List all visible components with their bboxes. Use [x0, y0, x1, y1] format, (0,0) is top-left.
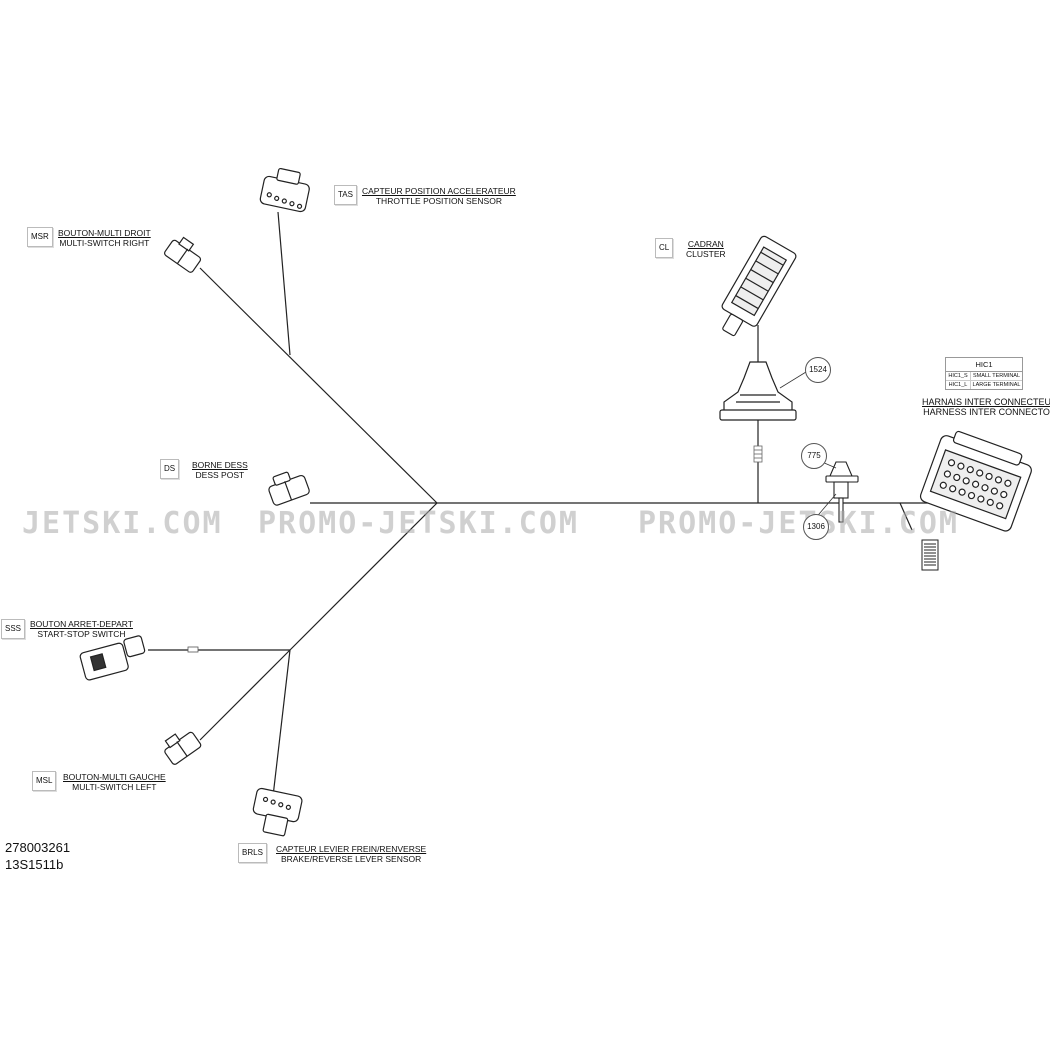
msr-code-badge: MSR	[27, 227, 53, 247]
msr-label: BOUTON-MULTI DROIT MULTI-SWITCH RIGHT	[58, 228, 151, 248]
cl-label-en: CLUSTER	[686, 249, 726, 259]
msr-label-en: MULTI-SWITCH RIGHT	[59, 238, 150, 248]
sss-label-fr: BOUTON ARRET-DEPART	[30, 619, 133, 629]
part-number: 278003261	[5, 840, 71, 855]
callout-1306: 1306	[803, 514, 829, 540]
drawing-id: 13S1511b	[5, 857, 64, 872]
brls-label-fr: CAPTEUR LEVIER FREIN/RENVERSE	[276, 844, 427, 854]
msl-label-en: MULTI-SWITCH LEFT	[72, 782, 157, 792]
msr-connector-icon	[164, 236, 202, 273]
hic-label-en: HARNESS INTER CONNECTOR	[923, 407, 1050, 417]
hic-table-row: HIC1_S SMALL TERMINAL	[946, 372, 1022, 381]
brls-label-en: BRAKE/REVERSE LEVER SENSOR	[280, 854, 422, 864]
callout-1524: 1524	[805, 357, 831, 383]
hic-table-row: HIC1_L LARGE TERMINAL	[946, 381, 1022, 389]
callout-775: 775	[801, 443, 827, 469]
wire-label-tag	[899, 502, 913, 531]
watermark-1: JETSKI.COM	[22, 506, 223, 541]
wire-lower	[289, 502, 438, 651]
tas-connector-icon	[259, 167, 310, 213]
hic-table-value: LARGE TERMINAL	[972, 382, 1021, 388]
wire-tape-icon	[753, 445, 763, 463]
cl-label-fr: CADRAN	[687, 239, 724, 249]
tas-label: CAPTEUR POSITION ACCELERATEUR THROTTLE P…	[362, 186, 516, 206]
cl-code-badge: CL	[655, 238, 674, 258]
brls-label: CAPTEUR LEVIER FREIN/RENVERSE BRAKE/REVE…	[276, 844, 426, 864]
hic-connector-icon	[919, 430, 1032, 532]
hic-table-key: HIC1_S	[946, 372, 971, 380]
msl-label: BOUTON-MULTI GAUCHE MULTI-SWITCH LEFT	[63, 772, 166, 792]
msr-label-fr: BOUTON-MULTI DROIT	[58, 228, 151, 238]
wire-tas	[277, 211, 291, 356]
tas-label-en: THROTTLE POSITION SENSOR	[375, 196, 502, 206]
msl-code-badge: MSL	[32, 771, 57, 791]
grommet-icon	[719, 361, 797, 421]
tas-label-fr: CAPTEUR POSITION ACCELERATEUR	[362, 186, 516, 196]
brls-code-badge: BRLS	[238, 843, 267, 863]
cluster-connector-icon	[721, 235, 797, 337]
hic-terminal-table: HIC1 HIC1_S SMALL TERMINAL HIC1_L LARGE …	[945, 357, 1023, 390]
wire-brls	[271, 649, 291, 806]
hic-table-key: HIC1_L	[946, 381, 971, 389]
ds-label-en: DESS POST	[195, 470, 245, 480]
ds-connector-icon	[268, 471, 310, 506]
hic-table-value: SMALL TERMINAL	[972, 373, 1021, 379]
ds-label-fr: BORNE DESS	[192, 460, 248, 470]
hic-label-fr: HARNAIS INTER CONNECTEUR	[922, 397, 1050, 407]
hic-label: HARNAIS INTER CONNECTEUR HARNESS INTER C…	[922, 397, 1050, 417]
sss-label-en: START-STOP SWITCH	[37, 629, 126, 639]
ds-label: BORNE DESS DESS POST	[192, 460, 248, 480]
msl-connector-icon	[164, 731, 202, 765]
hic-table-title: HIC1	[946, 358, 1022, 372]
msl-label-fr: BOUTON-MULTI GAUCHE	[63, 772, 166, 782]
ground-stud-icon	[825, 461, 859, 523]
watermark-3: PROMO-JETSKI.COM	[638, 506, 959, 541]
wire-msr	[199, 267, 438, 504]
barcode-tag-icon	[921, 539, 939, 571]
tas-code-badge: TAS	[334, 185, 357, 205]
sss-code-badge: SSS	[1, 619, 26, 639]
sss-switch-icon	[79, 635, 146, 681]
watermark-2: PROMO-JETSKI.COM	[258, 506, 579, 541]
sss-label: BOUTON ARRET-DEPART START-STOP SWITCH	[30, 619, 133, 639]
sss-splice-icon	[187, 646, 199, 653]
wire-msl	[199, 649, 291, 741]
brls-connector-icon	[252, 787, 303, 837]
ds-code-badge: DS	[160, 459, 180, 479]
cl-label: CADRAN CLUSTER	[686, 239, 726, 259]
